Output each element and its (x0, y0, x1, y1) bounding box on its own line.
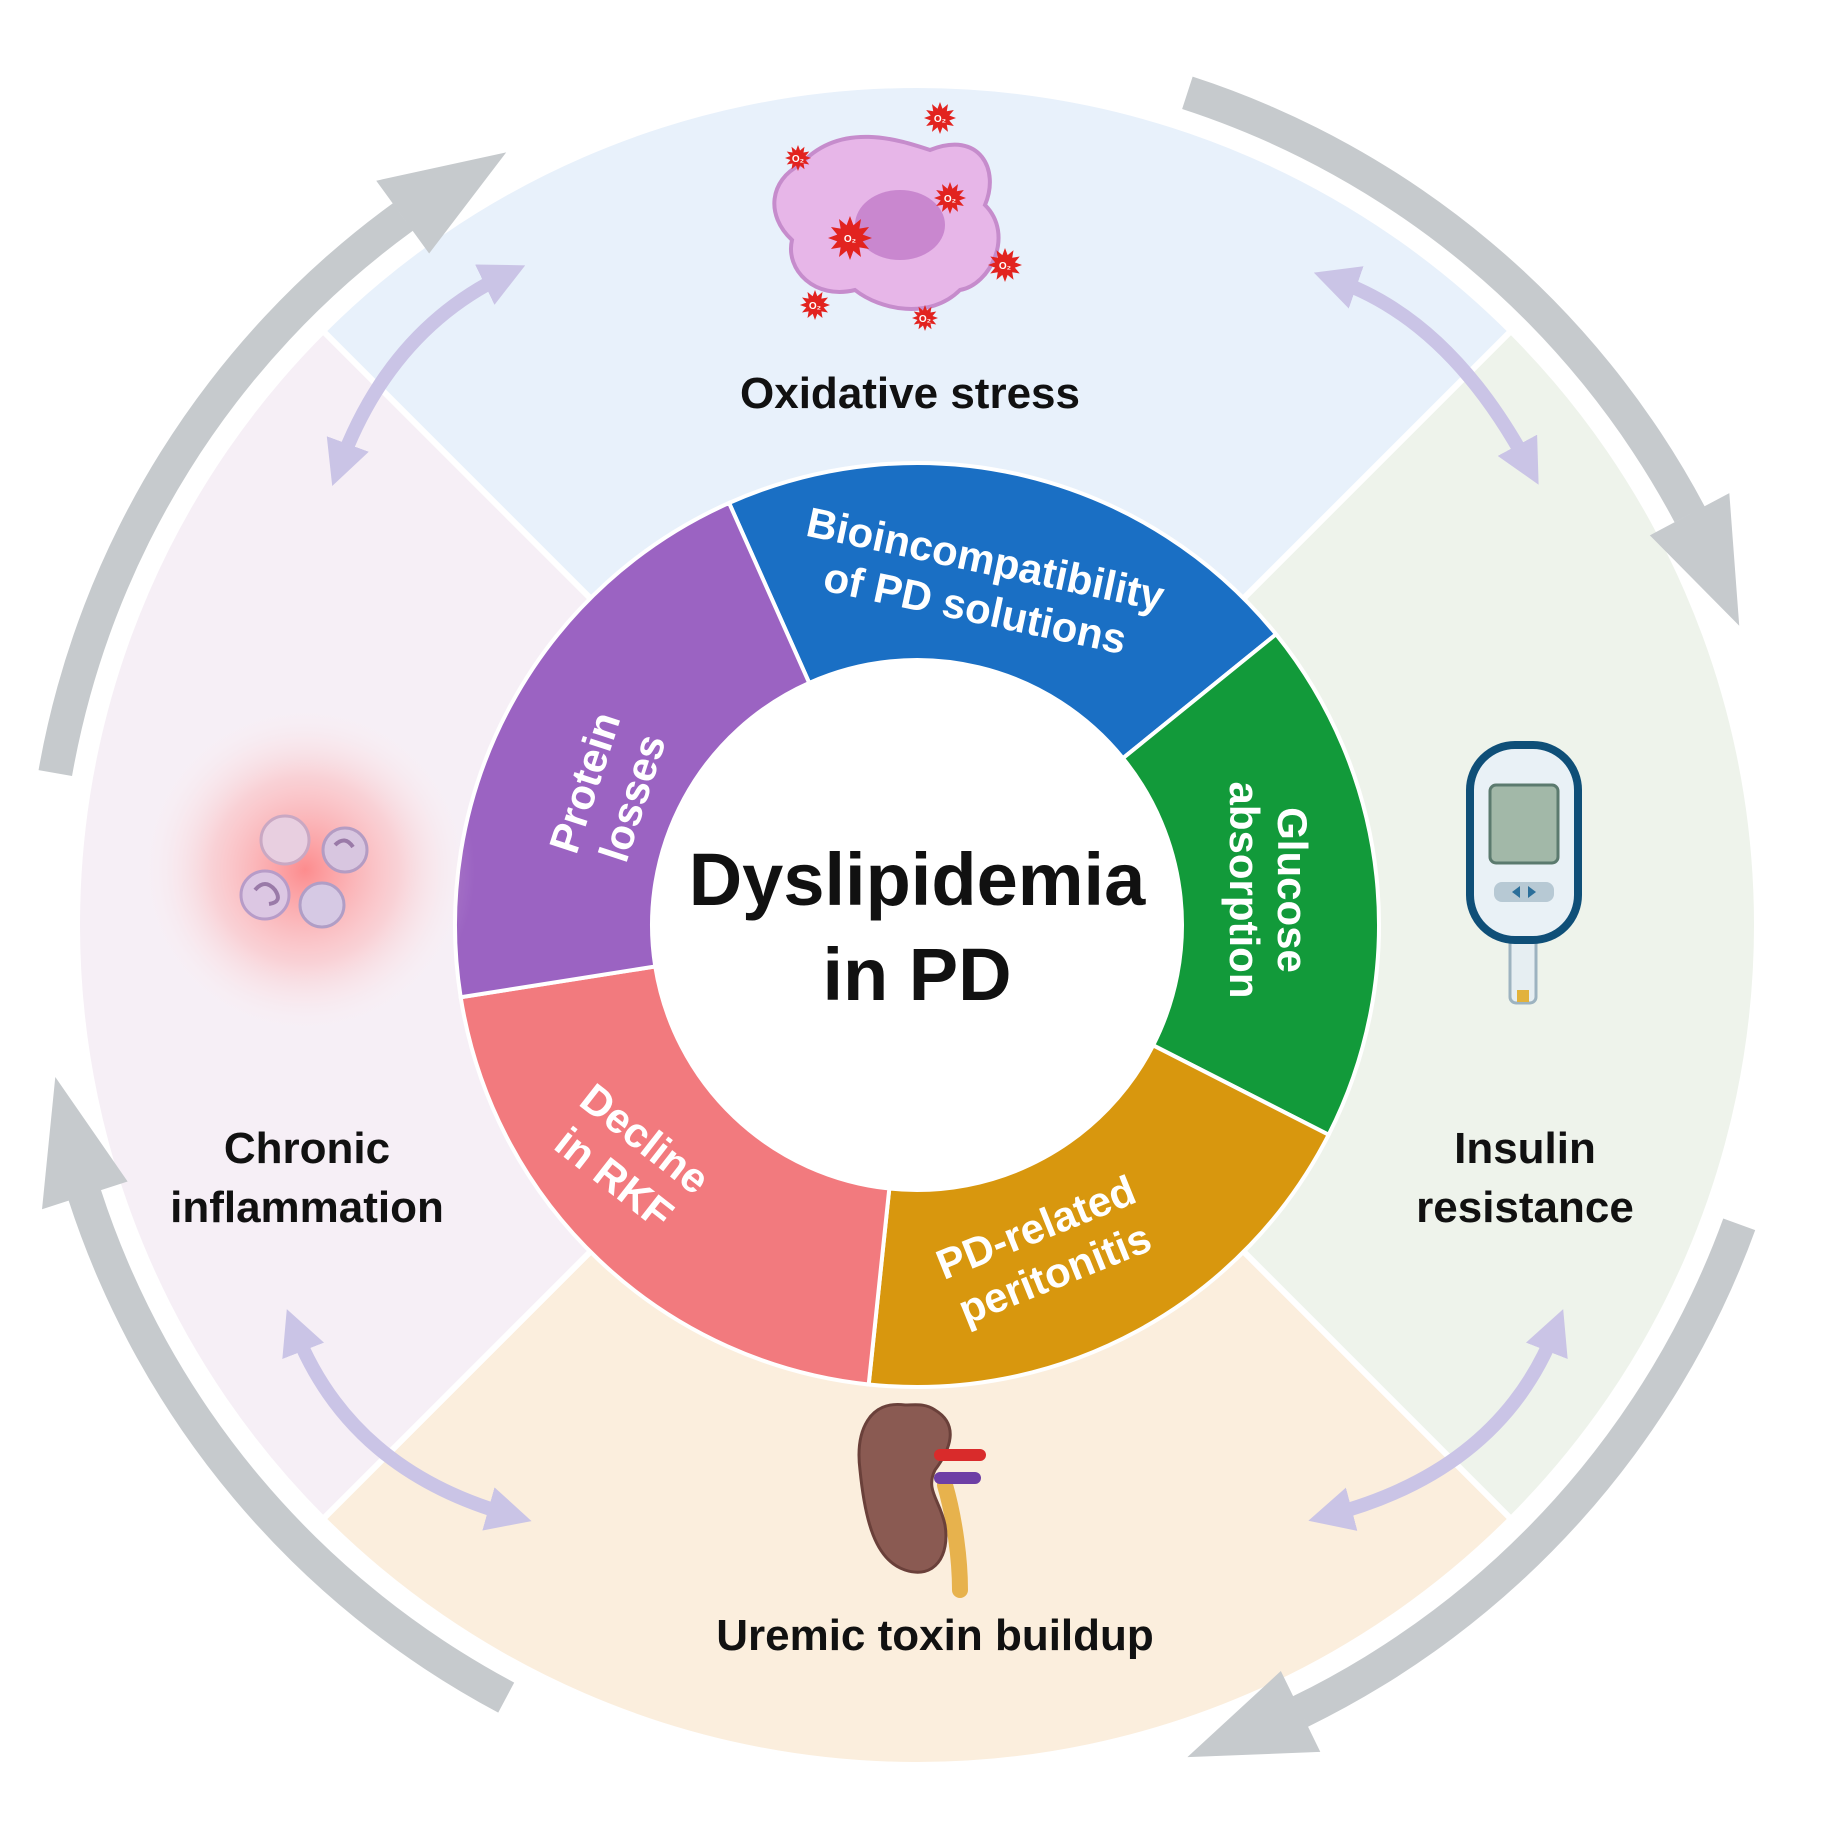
kidney-icon (857, 1402, 986, 1598)
o2-radical-icon (800, 290, 830, 320)
uremic-toxin-buildup-label: Uremic toxin buildup (716, 1611, 1154, 1660)
segment-decline-in-rkf (458, 964, 892, 1387)
white-blood-cells-icon (135, 700, 475, 1040)
glucose-label-line-2: absorption (1221, 782, 1268, 999)
oxidative-stress-label: Oxidative stress (740, 369, 1080, 418)
glucose-label-line-1: Glucose (1269, 807, 1316, 973)
glucometer-screen (1488, 783, 1560, 865)
blood-cell (298, 881, 346, 929)
blood-cell-nucleus (333, 838, 355, 849)
double-arrow-oxidative-insulin (1313, 266, 1539, 485)
double-arrow-inflammation-uremic (282, 1309, 532, 1531)
ureter (937, 1477, 968, 1598)
glucometer-strip-tip (1517, 990, 1529, 1002)
glucometer-right-button-icon (1528, 886, 1536, 898)
oxygen-radicals: O₂ O₂ O₂ O₂ O₂ O₂ O₂ (785, 102, 1022, 331)
chronic-inflammation-label-line-2: inflammation (170, 1183, 444, 1232)
o2-radical-icon (934, 182, 966, 214)
center-title-line-1: Dyslipidemia (689, 838, 1146, 921)
insulin-resistance-label-line-2: resistance (1416, 1183, 1634, 1232)
glucometer-buttons (1494, 882, 1554, 902)
cell-icon: O₂ O₂ O₂ O₂ O₂ O₂ O₂ (772, 102, 1022, 331)
cycle-arrow-bottom-left (42, 1076, 515, 1713)
o2-radical-icon (785, 145, 811, 171)
o2-radical-label: O₂ (792, 154, 804, 165)
link-arrows (282, 264, 1568, 1531)
blood-cell (259, 814, 311, 866)
o2-radical-label: O₂ (919, 314, 931, 325)
double-arrow-oxidative-inflammation (326, 264, 526, 487)
blood-cell (239, 869, 291, 921)
glucometer-left-button-icon (1512, 886, 1520, 898)
double-arrow-insulin-uremic (1308, 1309, 1568, 1531)
o2-radical-label: O₂ (999, 261, 1011, 272)
kidney-body (857, 1402, 952, 1574)
cycle-arrows (38, 76, 1756, 1758)
o2-radical-icon (988, 248, 1022, 282)
insulin-resistance-label-line-1: Insulin (1454, 1124, 1596, 1173)
o2-radical-label: O₂ (934, 114, 946, 125)
o2-radical-icon (828, 216, 872, 260)
o2-radical-icon (924, 102, 956, 134)
inflammation-glow (135, 700, 475, 1040)
chronic-inflammation-label-line-1: Chronic (224, 1124, 390, 1173)
center-title-line-2: in PD (822, 933, 1011, 1016)
blood-cell-nucleus (253, 882, 280, 906)
o2-radical-label: O₂ (944, 194, 956, 205)
o2-radical-label: O₂ (844, 234, 856, 245)
center-circle (652, 660, 1182, 1190)
cell-nucleus (855, 190, 945, 260)
blood-cell (321, 826, 369, 874)
o2-radical-icon (912, 305, 938, 331)
o2-radical-label: O₂ (809, 301, 821, 312)
cycle-arrow-top-left (38, 152, 507, 777)
glucometer-icon (1466, 741, 1582, 1005)
